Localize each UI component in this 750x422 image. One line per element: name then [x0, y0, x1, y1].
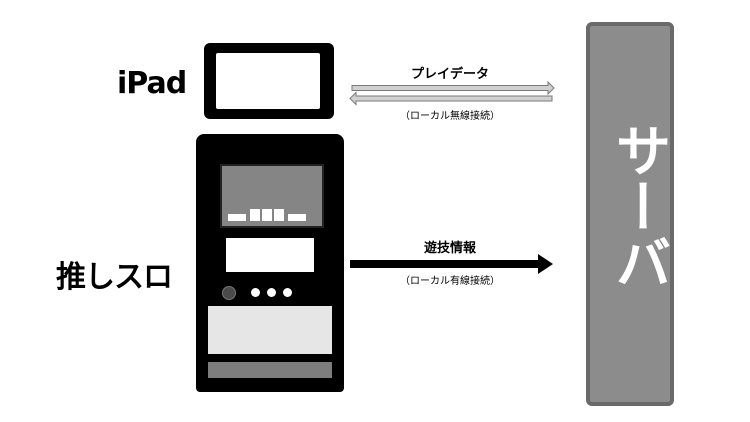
slot-reel [288, 214, 306, 221]
server-label: サーバ [606, 122, 671, 290]
slot-lamp [222, 286, 236, 300]
slot-button-dot [283, 288, 292, 297]
slot-lower-panel [208, 306, 332, 354]
slot-middle-panel [226, 238, 314, 272]
slot-machine [196, 134, 344, 392]
slot-display-panel [220, 164, 324, 228]
ipad-label: iPad [117, 66, 187, 101]
ipad-screen [216, 53, 320, 109]
server-box: サーバ [586, 22, 674, 406]
game-info-subtitle: （ローカル有線接続） [400, 276, 500, 287]
play-data-title: プレイデータ [410, 67, 489, 82]
slot-machine-label: 推しスロ [56, 260, 173, 295]
play-data-subtitle: （ローカル無線接続） [400, 111, 500, 122]
slot-button-dot [267, 288, 276, 297]
game-info-title: 遊技情報 [423, 241, 476, 256]
play-data-arrow-right [351, 80, 555, 96]
slot-reel [262, 209, 272, 221]
slot-base [208, 362, 332, 378]
play-data-arrow-left [349, 91, 553, 106]
slot-reel [274, 209, 284, 221]
slot-reel [250, 209, 260, 221]
slot-button-dot [251, 288, 260, 297]
ipad-device [204, 43, 334, 119]
slot-reel [228, 214, 246, 221]
game-info-arrow [350, 254, 553, 274]
